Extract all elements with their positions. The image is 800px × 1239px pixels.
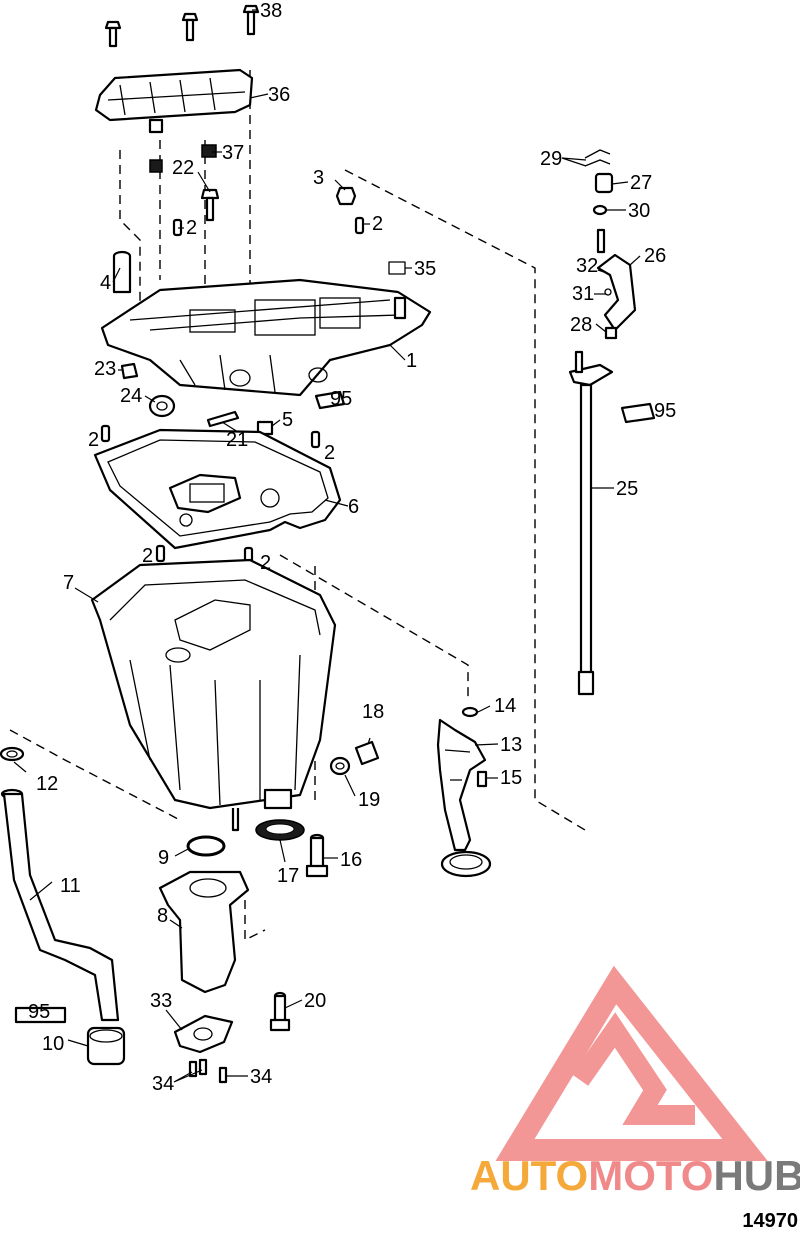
callout-95-c: 95 [28,1001,50,1023]
clips-29-27-30 [584,149,614,216]
watermark-auto: AUTO [470,1152,588,1199]
callout-34-b: 34 [250,1066,272,1088]
oil-pickup-13-14-15 [436,706,492,878]
adapter-plate-1 [100,278,432,397]
callout-4: 4 [100,272,111,294]
bolt-16 [305,833,329,878]
callout-7: 7 [63,572,74,594]
bolt-20 [269,991,291,1032]
drawing-number: 14970 [742,1210,798,1232]
callout-24: 24 [120,385,142,407]
callout-19: 19 [358,789,380,811]
callout-6: 6 [348,496,359,518]
cover-36 [94,68,254,134]
nut-3 [335,186,357,206]
callout-28: 28 [570,314,592,336]
plug-18-washer-19 [329,740,380,776]
sleeve-4 [112,250,132,294]
callout-95-b: 95 [654,400,676,422]
bolt-38-group [104,4,260,48]
gasket-6 [93,428,342,550]
callout-36: 36 [268,84,290,106]
seal-17 [255,819,305,841]
callout-2-d: 2 [324,442,335,464]
callout-9: 9 [158,847,169,869]
callout-8: 8 [157,905,168,927]
callout-38: 38 [260,0,282,22]
watermark-text: AUTOMOTOHUB [470,1152,800,1199]
callout-34-a: 34 [152,1073,174,1095]
callout-labels: 38 36 37 22 2 4 3 2 35 1 23 24 95 5 21 2… [28,0,676,1095]
oil-pan-7 [90,558,337,832]
fittings-23-24-21-5 [120,362,346,436]
shift-rod-25 [568,350,656,696]
grommet-37b [201,144,217,158]
callout-1: 1 [406,350,417,372]
callout-12: 12 [36,773,58,795]
callout-13: 13 [500,734,522,756]
grommet-10-tube-95 [14,1006,126,1066]
callout-2-c: 2 [88,429,99,451]
callout-22: 22 [172,157,194,179]
plate-33-screws-34 [173,1014,234,1084]
watermark-moto: MOTO [588,1152,713,1199]
callout-18: 18 [362,701,384,723]
callout-2-b: 2 [372,213,383,235]
oring-9-housing-8 [158,835,250,994]
hose-11-seal-12 [0,746,120,1022]
callout-14: 14 [494,695,516,717]
callout-95-a: 95 [330,388,352,410]
grommet-37a [149,159,163,173]
callout-15: 15 [500,767,522,789]
callout-11: 11 [60,875,81,897]
callout-29: 29 [540,148,562,170]
callout-2-a: 2 [186,217,197,239]
callout-27: 27 [630,172,652,194]
callout-32: 32 [576,255,598,277]
part-35-box [388,261,406,275]
callout-3: 3 [313,167,324,189]
callout-10: 10 [42,1033,64,1055]
callout-16: 16 [340,849,362,871]
bolt-22 [200,188,220,222]
callout-20: 20 [304,990,326,1012]
callout-2-f: 2 [260,552,271,574]
leader-lines [13,9,641,1083]
callout-21: 21 [226,429,248,451]
dowel-pins-2 [100,216,365,565]
callout-2-e: 2 [142,545,153,567]
callout-37: 37 [222,142,244,164]
watermark-hub: HUB [713,1152,800,1199]
bracket-26 [596,228,637,340]
callout-23: 23 [94,358,116,380]
callout-30: 30 [628,200,650,222]
callout-26: 26 [644,245,666,267]
callout-25: 25 [616,478,638,500]
callout-17: 17 [277,865,299,887]
callout-31: 31 [572,283,594,305]
watermark-logo [495,965,768,1161]
callout-33: 33 [150,990,172,1012]
callout-35: 35 [414,258,436,280]
callout-5: 5 [282,409,293,431]
